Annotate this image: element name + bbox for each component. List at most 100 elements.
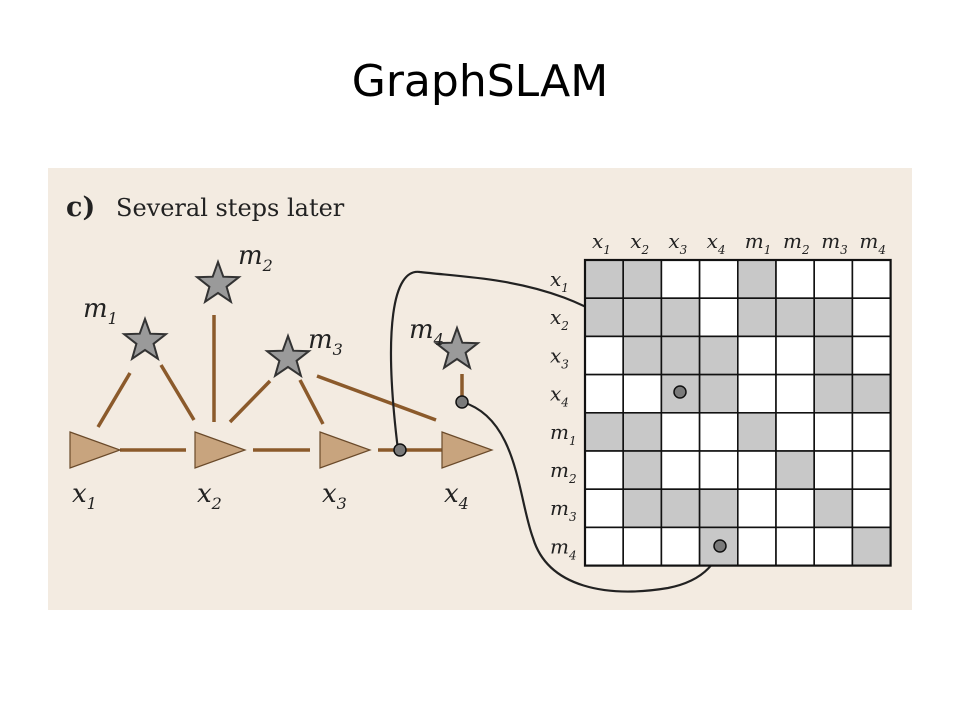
matrix-cell (584, 450, 625, 491)
matrix-cell (813, 526, 854, 567)
matrix-cell (851, 488, 892, 529)
matrix-row-label-m4-base: m (550, 534, 569, 558)
matrix-row-label-x3-sub: 3 (561, 357, 569, 371)
pose-label-x2-base: x (197, 479, 212, 509)
matrix-col-label-x2: x2 (630, 229, 649, 257)
matrix-cell (775, 488, 816, 529)
matrix-cell (775, 450, 816, 491)
matrix-cell (775, 297, 816, 338)
landmark-m3: m3 (264, 325, 343, 379)
matrix-row-label-m3-sub: 3 (569, 510, 577, 524)
landmark-label-m3-base: m (308, 325, 333, 355)
dot-matrix-m4-x4 (713, 539, 727, 553)
matrix-cell (698, 259, 739, 300)
matrix-cell (660, 335, 701, 376)
landmark-label-m2-sub: 2 (262, 256, 273, 275)
matrix-cell (660, 412, 701, 452)
measurement-edge-x1-m1 (96, 372, 132, 428)
matrix-col-label-m2-sub: 2 (801, 243, 810, 257)
matrix-cell (622, 259, 663, 300)
landmark-label-m3-sub: 3 (333, 340, 343, 359)
measurement-edge-x3-m3 (298, 379, 325, 425)
landmark-label-m4-base: m (409, 315, 434, 345)
pose-label-x4-base: x (444, 479, 459, 509)
landmark-star-icon (433, 325, 481, 371)
matrix-cell (584, 297, 625, 338)
matrix-cell (622, 373, 663, 414)
matrix-cell (736, 297, 777, 338)
matrix-cell (660, 259, 701, 300)
matrix-cell (698, 335, 739, 376)
matrix-cell (851, 297, 892, 338)
matrix-cell (584, 488, 625, 529)
matrix-col-label-x3: x3 (668, 229, 687, 257)
matrix-cell (775, 259, 816, 300)
matrix-cell (851, 335, 892, 376)
connector-dots (393, 385, 727, 553)
landmark-star-icon (264, 333, 312, 379)
matrix-cell (622, 450, 663, 491)
matrix-cell (736, 450, 777, 491)
pose-label-x1: x1 (72, 479, 97, 513)
matrix-cell (584, 335, 625, 376)
matrix-cell (813, 450, 854, 491)
matrix-col-label-m4-sub: 4 (877, 243, 886, 257)
matrix-row-label-x1-base: x (550, 267, 561, 291)
matrix-row-label-x1: x1 (550, 267, 569, 295)
matrix-cell (775, 335, 816, 376)
landmark-label-m3: m3 (308, 325, 343, 359)
matrix-cell (736, 488, 777, 529)
landmark-label-m1-sub: 1 (108, 309, 118, 328)
pose-label-x3: x3 (322, 479, 347, 513)
matrix-border (583, 258, 892, 567)
matrix-cell (698, 297, 739, 338)
matrix-cell (584, 526, 625, 567)
matrix-cell (736, 259, 777, 300)
matrix-cell (736, 412, 777, 452)
matrix-cell (851, 373, 892, 414)
matrix-cell (698, 412, 739, 452)
matrix-col-label-m1-sub: 1 (764, 243, 772, 257)
matrix-row-label-m1-sub: 1 (569, 434, 577, 448)
matrix-col-label-x4: x4 (707, 229, 726, 257)
pose-label-x2-sub: 2 (211, 494, 222, 513)
landmark-m4: m4 (409, 315, 481, 371)
pose-label-x4-sub: 4 (458, 494, 469, 513)
matrix-cell (660, 297, 701, 338)
measurement-edge-x4-m3 (316, 374, 437, 422)
matrix-cell (584, 412, 625, 452)
matrix-col-label-m2-base: m (783, 229, 802, 253)
matrix-row-label-x2-sub: 2 (560, 319, 569, 333)
pose-triangle-icon (69, 431, 122, 469)
landmark-m2: m2 (194, 241, 273, 305)
matrix-cell (851, 450, 892, 491)
matrix-col-label-m3-sub: 3 (840, 243, 848, 257)
matrix-row-label-x2: x2 (550, 305, 569, 333)
matrix-row-label-x3: x3 (550, 343, 569, 371)
matrix-col-label-m4: m4 (859, 229, 886, 257)
matrix-cell (775, 526, 816, 567)
matrix-cell (698, 373, 739, 414)
matrix-cell (698, 488, 739, 529)
landmark-label-m1-base: m (83, 294, 108, 324)
matrix-row-label-x3-base: x (550, 343, 561, 367)
matrix-row-label-m4: m4 (550, 534, 577, 562)
pose-label-x4: x4 (444, 479, 469, 513)
matrix-col-label-x1: x1 (592, 229, 611, 257)
matrix-col-label-x1-base: x (592, 229, 603, 253)
matrix-row-label-x4-base: x (550, 382, 561, 406)
matrix-cell (813, 259, 854, 300)
matrix-col-label-x2-base: x (630, 229, 641, 253)
landmark-m1: m1 (83, 294, 169, 362)
pose-label-x1-sub: 1 (87, 494, 97, 513)
pose-triangle-icon (194, 431, 247, 469)
matrix-col-label-m3: m3 (821, 229, 848, 257)
panel-letter: c) (66, 192, 95, 223)
matrix-cell (622, 488, 663, 529)
matrix-cell (584, 259, 625, 300)
matrix-cell (813, 373, 854, 414)
